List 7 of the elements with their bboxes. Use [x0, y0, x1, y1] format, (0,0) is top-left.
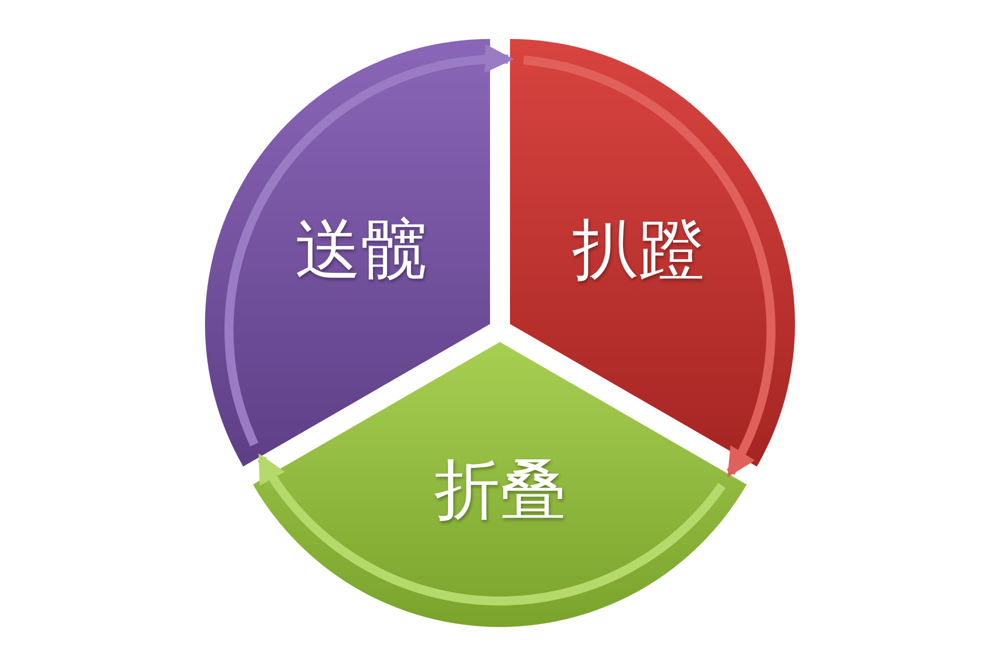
wedge-label: 扒蹬 — [572, 210, 705, 290]
curved-arrow — [522, 56, 776, 478]
curved-arrow — [224, 46, 514, 446]
pie-wedge — [253, 342, 747, 627]
wedge-label: 折叠 — [434, 450, 566, 530]
curved-arrow — [258, 454, 726, 606]
wedge-label: 送髋 — [295, 210, 428, 290]
